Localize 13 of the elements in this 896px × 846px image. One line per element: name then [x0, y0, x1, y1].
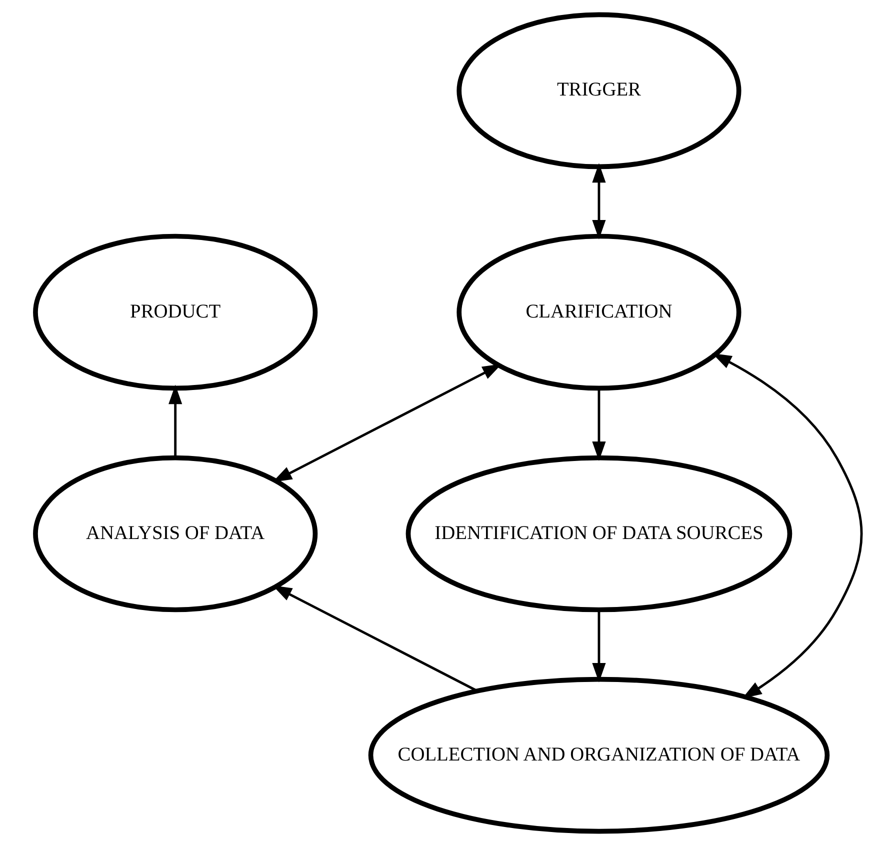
- node-ellipse: TRIGGER: [456, 12, 741, 170]
- node-ellipse: ANALYSIS OF DATA: [32, 455, 318, 612]
- arrow: [712, 353, 862, 698]
- arrow: [592, 388, 606, 461]
- node-ellipse: COLLECTION AND ORGANIZATION OF DATA: [368, 676, 830, 834]
- arrow: [592, 610, 606, 682]
- node-ellipse: PRODUCT: [32, 234, 318, 391]
- node-ellipse: CLARIFICATION: [456, 234, 741, 391]
- arrow: [592, 163, 606, 240]
- arrow: [168, 384, 182, 458]
- node-ellipse: IDENTIFICATION OF DATA SOURCES: [405, 455, 792, 612]
- arrow: [272, 585, 477, 692]
- arrow: [272, 364, 502, 482]
